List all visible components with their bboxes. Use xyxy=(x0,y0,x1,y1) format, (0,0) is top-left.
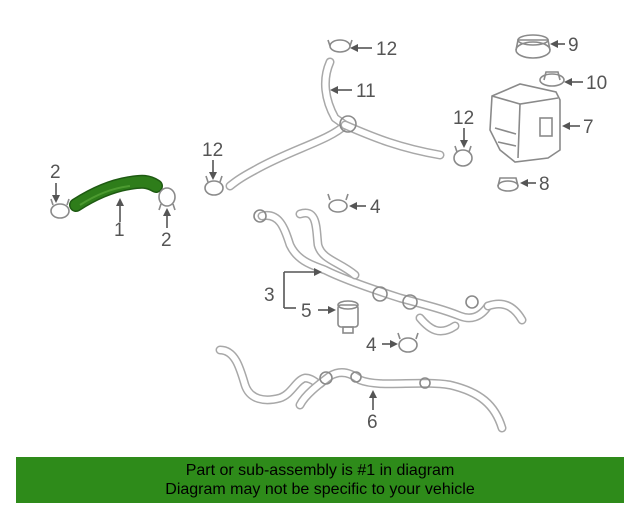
callout-2-left: 2 xyxy=(50,162,61,183)
callout-4-lower: 4 xyxy=(366,335,377,356)
callout-12-right: 12 xyxy=(453,108,474,129)
callout-12-top: 12 xyxy=(376,39,397,60)
radiator-hose-part-1[interactable] xyxy=(69,174,163,212)
callout-4-upper: 4 xyxy=(370,197,381,218)
callout-2-right: 2 xyxy=(161,230,172,251)
lower-hose-assembly[interactable] xyxy=(253,208,527,336)
callout-8: 8 xyxy=(539,174,550,195)
callout-1: 1 xyxy=(114,220,125,241)
callout-3: 3 xyxy=(264,285,275,306)
hose-clamp-left[interactable] xyxy=(50,198,70,219)
clamp-4-lower[interactable] xyxy=(397,332,419,353)
info-banner: Part or sub-assembly is #1 in diagram Di… xyxy=(16,457,624,503)
upper-y-hose[interactable] xyxy=(225,57,445,191)
grommet[interactable] xyxy=(497,177,519,192)
callout-11: 11 xyxy=(356,81,376,102)
coolant-reservoir[interactable] xyxy=(489,83,561,163)
leader-lines xyxy=(52,40,583,410)
heater-hose[interactable] xyxy=(215,345,507,433)
clamp-left[interactable] xyxy=(204,175,224,196)
banner-line-2: Diagram may not be specific to your vehi… xyxy=(165,481,475,498)
parts-diagram: 1 2 2 3 4 4 5 6 7 8 9 10 11 12 12 12 xyxy=(50,34,607,433)
hose-connector[interactable] xyxy=(337,300,359,334)
reservoir-cap[interactable] xyxy=(515,34,551,59)
clamp-4-upper[interactable] xyxy=(327,193,349,213)
callout-12-left: 12 xyxy=(202,140,223,161)
callout-10: 10 xyxy=(586,73,607,94)
callout-5: 5 xyxy=(301,301,312,322)
sensor-cap[interactable] xyxy=(539,71,565,87)
clamp-right[interactable] xyxy=(453,145,473,167)
banner-line-1: Part or sub-assembly is #1 in diagram xyxy=(185,462,455,479)
callout-7: 7 xyxy=(583,117,594,138)
clamp-top[interactable] xyxy=(327,39,353,53)
hose-clamp-right[interactable] xyxy=(158,187,176,211)
callout-9: 9 xyxy=(568,35,579,56)
callout-6: 6 xyxy=(367,412,378,433)
